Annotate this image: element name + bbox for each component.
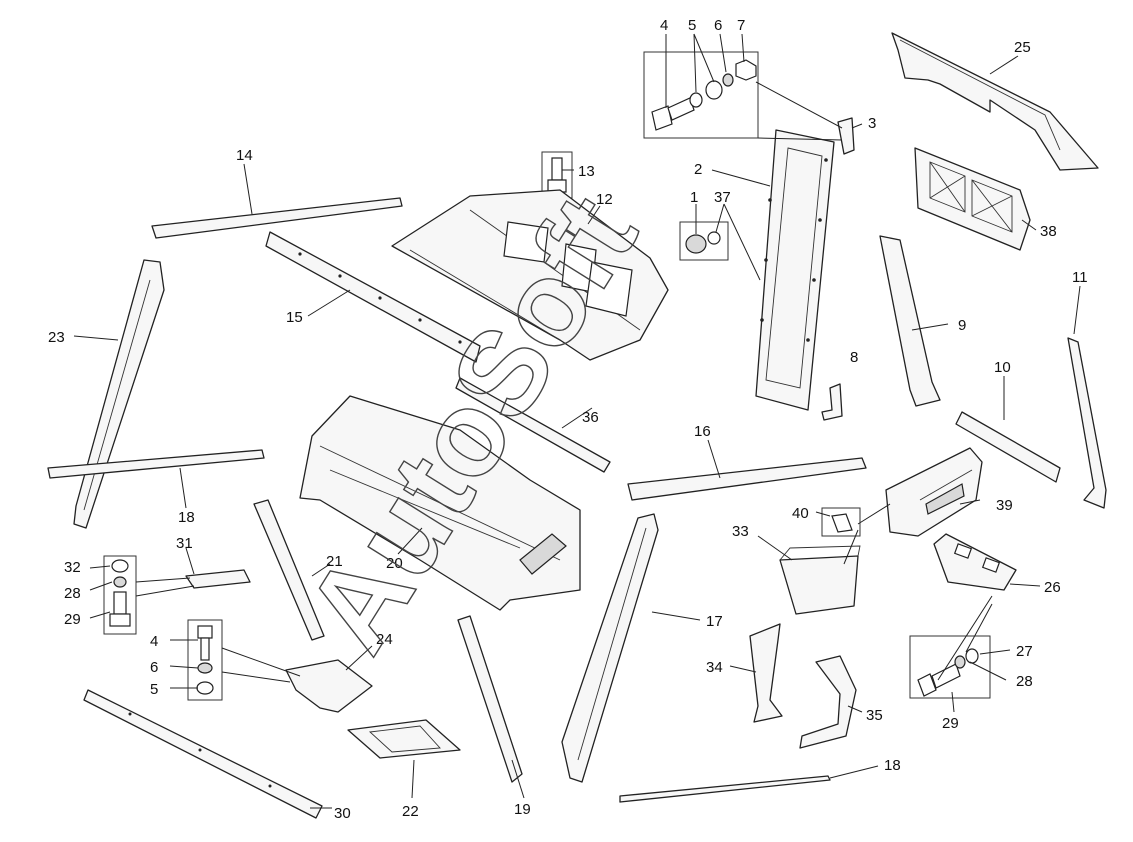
part-15-rail: [265, 231, 481, 363]
part-9-pillar: [879, 235, 941, 407]
callout-38: 38: [1040, 223, 1057, 240]
part-10-rail: [955, 411, 1061, 483]
callout-25: 25: [1014, 39, 1031, 56]
callout-31: 31: [176, 535, 193, 552]
callout-18-left: 18: [178, 509, 195, 526]
part-17-post: [561, 513, 659, 783]
callout-35: 35: [866, 707, 883, 724]
part-11-pillar: [1067, 337, 1107, 509]
callout-4-top: 4: [660, 17, 668, 34]
part-14-strip: [151, 197, 403, 239]
part-39-cover: [885, 447, 983, 537]
part-40-screw: [821, 507, 861, 537]
callout-19: 19: [514, 801, 531, 818]
callout-27: 27: [1016, 643, 1033, 660]
callout-9: 9: [958, 317, 966, 334]
part-23-post: [73, 259, 165, 529]
callout-21: 21: [326, 553, 343, 570]
part-24-guide: [285, 659, 373, 713]
part-22-plate: [347, 719, 461, 759]
callout-12: 12: [596, 191, 613, 208]
part-30-bar: [83, 689, 323, 819]
callout-6-top: 6: [714, 17, 722, 34]
callout-23: 23: [48, 329, 65, 346]
part-38-vent-housing: [914, 147, 1031, 251]
part-18-strip-left: [47, 449, 265, 479]
part-3-bracket: [837, 117, 855, 155]
callout-1: 1: [690, 189, 698, 206]
part-34-bracket: [749, 623, 783, 723]
callout-13: 13: [578, 163, 595, 180]
hardware-group-right: [909, 635, 991, 699]
part-19-strip: [457, 615, 523, 783]
part-20-console: [299, 395, 581, 611]
callout-17: 17: [706, 613, 723, 630]
callout-39: 39: [996, 497, 1013, 514]
callout-11: 11: [1072, 269, 1088, 286]
callout-15: 15: [286, 309, 303, 326]
callout-22: 22: [402, 803, 419, 820]
callout-8: 8: [850, 349, 858, 366]
part-31-plate: [185, 569, 251, 589]
part-1-plug: [679, 221, 729, 261]
callout-28-left: 28: [64, 585, 81, 602]
callout-24: 24: [376, 631, 393, 648]
callout-labels: 4 5 6 7 3 25 2 1 37 13 12 14 15 23 18 36…: [48, 17, 1088, 822]
callout-36: 36: [582, 409, 599, 426]
callout-3: 3: [868, 115, 876, 132]
callout-4-left: 4: [150, 633, 158, 650]
callout-10: 10: [994, 359, 1011, 376]
callout-2: 2: [694, 161, 702, 178]
callout-30: 30: [334, 805, 351, 822]
callout-7: 7: [737, 17, 745, 34]
part-8-bracket: [821, 383, 843, 421]
callout-20: 20: [386, 555, 403, 572]
callout-6-left: 6: [150, 659, 158, 676]
callout-40: 40: [792, 505, 809, 522]
part-26-plate: [933, 533, 1017, 591]
part-25-bracket: [891, 32, 1099, 171]
callout-28-right: 28: [1016, 673, 1033, 690]
hardware-group-top: [643, 51, 759, 139]
leader-lines: [73, 33, 1081, 809]
callout-14: 14: [236, 147, 253, 164]
callout-18-right: 18: [884, 757, 901, 774]
hardware-group-left-a: [103, 555, 137, 635]
callout-16: 16: [694, 423, 711, 440]
callout-33: 33: [732, 523, 749, 540]
callout-5-top: 5: [688, 17, 696, 34]
callout-32: 32: [64, 559, 81, 576]
part-12-dash-panel: [391, 189, 669, 361]
callout-29-right: 29: [942, 715, 959, 732]
part-33-tray: [779, 545, 861, 615]
part-35-bracket: [799, 655, 857, 749]
part-18-rod-right: [619, 775, 831, 803]
part-21-strip: [253, 499, 325, 641]
part-13-bolt: [541, 151, 573, 199]
callout-29-left: 29: [64, 611, 81, 628]
hardware-group-left-b: [187, 619, 223, 701]
callout-26: 26: [1044, 579, 1061, 596]
callout-5-left: 5: [150, 681, 158, 698]
part-16-bar: [627, 457, 867, 501]
callout-37: 37: [714, 189, 731, 206]
part-2-panel: [755, 129, 835, 411]
callout-34: 34: [706, 659, 723, 676]
part-36-rod: [455, 377, 611, 473]
